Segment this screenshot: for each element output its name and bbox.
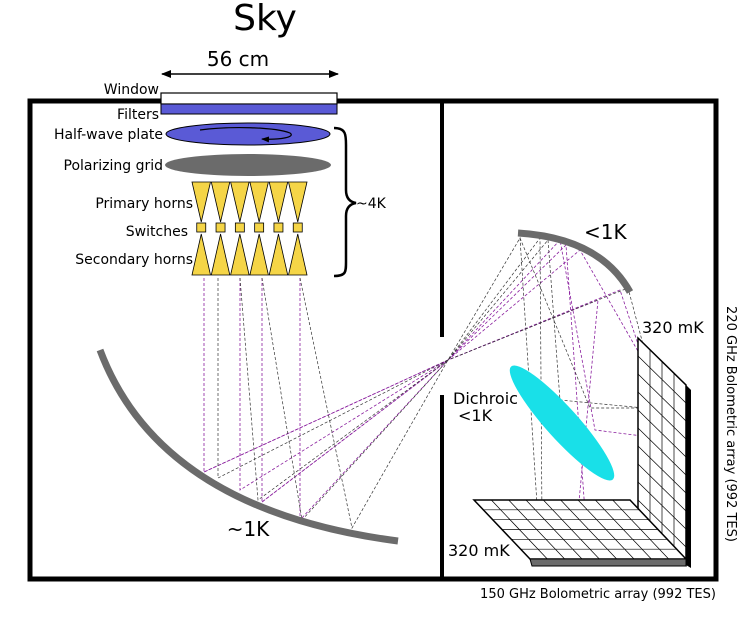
secondary-mirror (517, 229, 634, 294)
ray (299, 236, 543, 529)
ray (299, 249, 691, 522)
primary-horn (210, 181, 231, 223)
secondary-horn (210, 233, 231, 276)
primary-horn (249, 181, 269, 223)
grid-line (637, 481, 687, 530)
array-150ghz-label: 150 GHz Bolometric array (992 TES) (480, 587, 716, 602)
primary-horn (191, 181, 212, 223)
primary-horns-label: Primary horns (95, 196, 193, 212)
switches-label: Switches (126, 224, 188, 240)
window-label: Window (104, 82, 159, 98)
array-150ghz-grid (483, 499, 677, 560)
rotation-arrow-icon (199, 127, 292, 143)
grid-line (637, 463, 687, 512)
array-220ghz-grid (637, 349, 687, 554)
array-150ghz (472, 499, 688, 567)
primary-mirror-temp-label: ~1K (227, 517, 270, 541)
half-wave-plate-label: Half-wave plate (54, 127, 163, 143)
optical-rays (203, 236, 691, 529)
secondary-horn (230, 233, 250, 276)
grid-line (637, 373, 687, 422)
dichroic-temp-label: <1K (458, 406, 493, 425)
primary-horn (230, 181, 250, 223)
sky-title: Sky (233, 0, 297, 39)
filters-label: Filters (117, 107, 159, 123)
grid-line (637, 409, 687, 458)
switch (196, 222, 207, 233)
cryostat-frame (27, 98, 719, 582)
stage-4k-brace (333, 126, 357, 278)
switch (234, 222, 245, 233)
grid-line (637, 391, 687, 440)
secondary-horns-label: Secondary horns (75, 252, 193, 268)
grid-line (637, 499, 687, 548)
switch (273, 222, 284, 233)
ray (261, 277, 661, 521)
secondary-horn (287, 233, 308, 276)
primary-horn (268, 181, 289, 223)
switch (215, 222, 226, 233)
ray (217, 236, 539, 521)
secondary-horn (268, 233, 289, 276)
grid-line (637, 445, 687, 494)
ray (261, 239, 691, 503)
secondary-horn (191, 233, 212, 276)
ray (261, 244, 586, 513)
switch (254, 222, 265, 233)
array-220ghz (637, 336, 691, 568)
filters (160, 103, 338, 115)
secondary-horn (249, 233, 269, 276)
ray (519, 237, 665, 409)
grid-line (637, 427, 687, 476)
window (160, 92, 338, 105)
polarizing-grid (165, 154, 331, 176)
array-220ghz-label: 220 GHz Bolometric array (992 TES) (723, 306, 738, 542)
primary-mirror (96, 348, 399, 545)
dimension-label: 56 cm (207, 47, 269, 71)
grid-line (637, 355, 687, 404)
horn-array (191, 181, 308, 276)
switch (292, 222, 303, 233)
dichroic-filter (509, 365, 615, 481)
array-220ghz-temp-label: 320 mK (642, 318, 704, 337)
primary-horn (287, 181, 308, 223)
stage-4k-label: ~4K (356, 196, 387, 212)
array-150ghz-temp-label: 320 mK (448, 541, 510, 560)
ray (239, 239, 666, 501)
polarizing-grid-label: Polarizing grid (64, 158, 164, 174)
dichroic-label: Dichroic (453, 389, 518, 408)
half-wave-plate (165, 122, 331, 146)
secondary-mirror-temp-label: <1K (584, 220, 627, 244)
